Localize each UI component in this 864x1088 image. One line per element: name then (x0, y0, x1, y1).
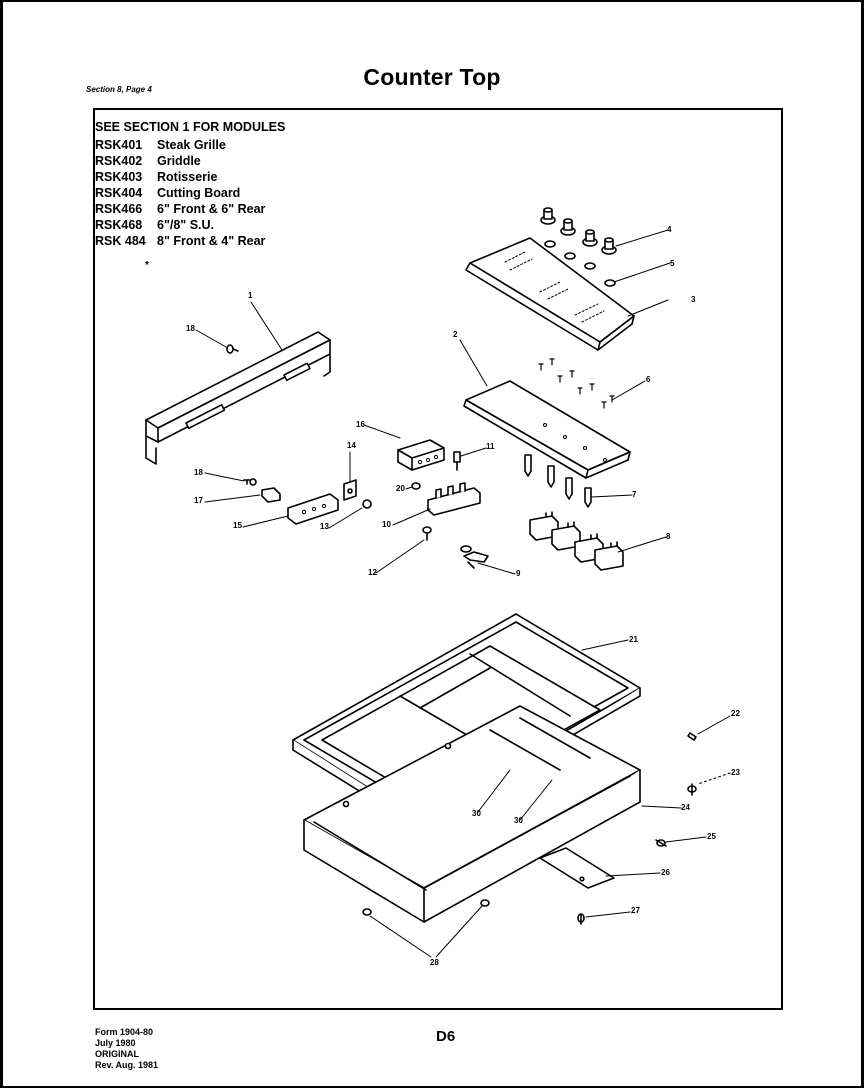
callout-5: 5 (670, 259, 675, 268)
module-code: RSK468 (95, 218, 143, 232)
callout-13: 13 (320, 522, 329, 531)
page-number: D6 (436, 1028, 456, 1045)
receptacles (529, 511, 624, 571)
form-revision: Rev. Aug. 1981 (95, 1060, 159, 1070)
bottom-pan (303, 705, 641, 923)
module-code: RSK403 (95, 170, 143, 184)
callout-6: 6 (646, 375, 651, 384)
callout-3: 3 (691, 295, 696, 304)
callout-11: 11 (486, 442, 495, 451)
control-panel-plate (465, 237, 635, 351)
callout-21: 21 (629, 635, 638, 644)
callout-8: 8 (666, 532, 671, 541)
modules-list: SEE SECTION 1 FOR MODULES RSK401 Steak Gr… (95, 119, 285, 249)
form-number: Form 1904-80 (95, 1027, 154, 1037)
module-description: Rotisserie (157, 170, 218, 184)
callout-20: 20 (396, 484, 405, 493)
callout-22: 22 (731, 709, 740, 718)
asterisk-note: * (145, 260, 149, 271)
module-description: 6" Front & 6" Rear (157, 202, 266, 216)
module-row: RSK466 6" Front & 6" Rear (95, 201, 285, 217)
section-reference: Section 8, Page 4 (86, 85, 152, 94)
connector-block-16 (397, 439, 445, 471)
callout-9: 9 (516, 569, 521, 578)
module-row: RSK402 Griddle (95, 153, 285, 169)
module-description: 6"/8" S.U. (157, 218, 215, 232)
callout-28: 28 (430, 958, 439, 967)
mounting-screws (538, 358, 615, 409)
callout-30-right: 30 (514, 816, 523, 825)
callout-15: 15 (233, 521, 242, 530)
module-row: RSK401 Steak Grille (95, 137, 285, 153)
switch-mounting-panel (463, 380, 631, 479)
module-row: RSK404 Cutting Board (95, 185, 285, 201)
rail-bracket (145, 331, 331, 465)
form-status: ORIGINAL (95, 1049, 139, 1059)
form-date: July 1980 (95, 1038, 136, 1048)
module-row: RSK 484 8" Front & 4" Rear (95, 233, 285, 249)
callout-23: 23 (731, 768, 740, 777)
module-description: Steak Grille (157, 138, 226, 152)
callout-16: 16 (356, 420, 365, 429)
callout-30-left: 30 (472, 809, 481, 818)
leader-lines (195, 229, 731, 958)
callout-25: 25 (707, 832, 716, 841)
modules-heading: SEE SECTION 1 FOR MODULES (95, 120, 286, 134)
frame-fasteners (362, 732, 697, 925)
callout-1: 1 (248, 291, 253, 300)
infinite-switches (524, 454, 592, 508)
module-code: RSK402 (95, 154, 143, 168)
control-knobs (540, 207, 617, 255)
module-description: 8" Front & 4" Rear (157, 234, 266, 248)
callout-7: 7 (632, 490, 637, 499)
callout-24: 24 (681, 803, 690, 812)
callout-4: 4 (667, 225, 672, 234)
callout-26: 26 (661, 868, 670, 877)
callout-2: 2 (453, 330, 458, 339)
knob-bezels (544, 240, 616, 287)
module-code: RSK466 (95, 202, 143, 216)
diagram-frame (93, 108, 783, 1010)
module-row: RSK403 Rotisserie (95, 169, 285, 185)
page-title: Counter Top (363, 64, 501, 90)
callout-18-top: 18 (186, 324, 195, 333)
callout-12: 12 (368, 568, 377, 577)
module-description: Griddle (157, 154, 201, 168)
callout-10: 10 (382, 520, 391, 529)
form-info: Form 1904-80 July 1980 ORIGINAL Rev. Aug… (95, 1027, 158, 1071)
wiring-clip (460, 545, 489, 569)
callout-17: 17 (194, 496, 203, 505)
callout-18: 18 (194, 468, 203, 477)
fasteners (226, 344, 461, 541)
module-code: RSK401 (95, 138, 143, 152)
module-description: Cutting Board (157, 186, 241, 200)
terminal-block (427, 482, 481, 516)
module-code: RSK 484 (95, 234, 146, 248)
module-row: RSK468 6"/8" S.U. (95, 217, 285, 233)
callout-27: 27 (631, 906, 640, 915)
callout-14: 14 (347, 441, 356, 450)
connector-block-15 (261, 479, 357, 525)
module-code: RSK404 (95, 186, 143, 200)
bottom-bracket (539, 847, 615, 889)
